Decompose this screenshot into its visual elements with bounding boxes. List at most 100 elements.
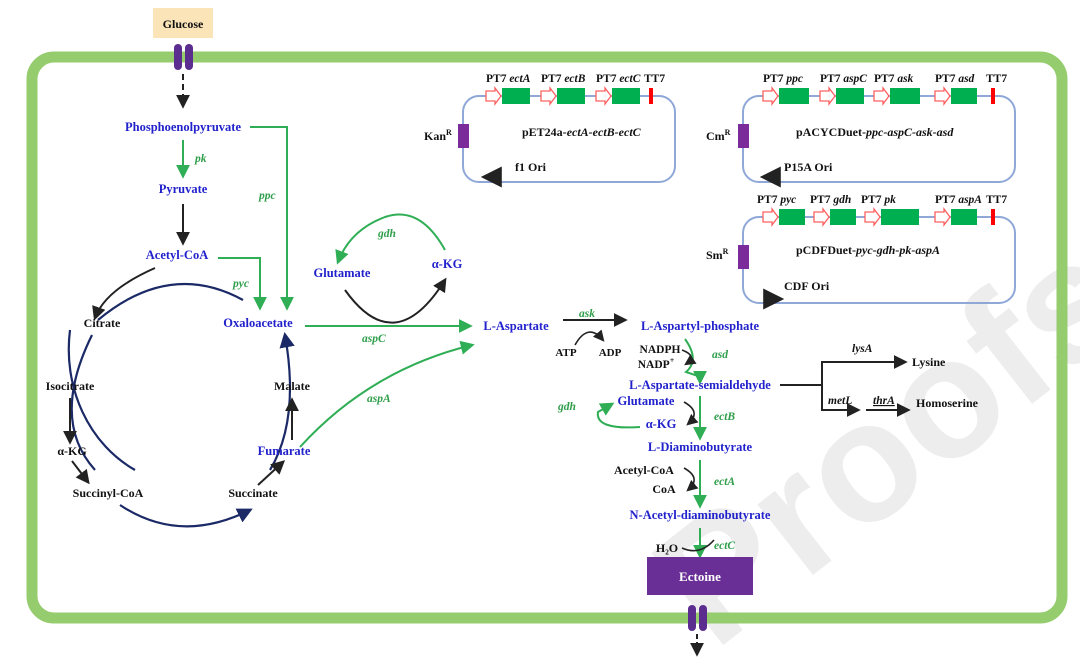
plasmid-2-ori: P15A Ori [784, 160, 833, 174]
glucose-label: Glucose [163, 17, 204, 31]
asd-arrow [684, 338, 707, 385]
plasmid-3-gene-label-3: PT7 pk [861, 194, 896, 206]
citrate: Citrate [84, 316, 121, 330]
gdh-enzyme-top: gdh [377, 228, 396, 240]
tca-arc-top [97, 282, 244, 321]
plasmid-2-promoter-4 [934, 86, 951, 106]
ask-enzyme: ask [579, 308, 595, 320]
alpha-kg-top: α-KG [432, 257, 463, 271]
alpha-kg-mid: α-KG [646, 417, 677, 431]
plasmid-1-promoter-3 [595, 86, 612, 106]
plasmid-3-promoter-4 [934, 207, 951, 227]
pyruvate: Pyruvate [159, 182, 208, 196]
plasmid-1-gene-label-3: PT7 ectC [596, 73, 641, 85]
plasmid-3-gene-label-2: PT7 gdh [810, 194, 851, 206]
plasmid-1-terminator [649, 88, 653, 104]
plasmid-2-cds-4 [951, 88, 977, 104]
plasmid-3-name: pCDFDuet-pyc-gdh-pk-aspA [796, 243, 940, 257]
succinate: Succinate [228, 486, 278, 500]
plasmid-2-cds-2 [836, 88, 864, 104]
plasmid-3-promoter-1 [762, 207, 779, 227]
ectoine-transporter [688, 605, 707, 631]
tca-arc-right [269, 331, 295, 471]
fumarate: Fumarate [258, 444, 311, 458]
h2o-curve [681, 539, 715, 552]
aspA-enzyme: aspA [367, 393, 391, 405]
plasmid-2-gene-label-2: PT7 aspC [820, 73, 867, 85]
plasmid-2-marker-label: CmR [706, 128, 731, 143]
plasmid-2-terminator-label: TT7 [986, 73, 1007, 85]
plasmid-2-promoter-1 [762, 86, 779, 106]
phosphoenolpyruvate: Phosphoenolpyruvate [125, 120, 241, 134]
acetylcoa-coa-curve [683, 467, 699, 492]
plasmid-1-marker-label: KanR [424, 128, 452, 143]
coa: CoA [652, 482, 676, 496]
atp: ATP [555, 347, 576, 359]
glutamate-akg-transamination-arrow [344, 277, 447, 324]
acetyl-coa-2: Acetyl-CoA [614, 463, 674, 477]
pyc-arrow [218, 257, 267, 311]
pk-enzyme: pk [194, 153, 207, 165]
plasmid-1-marker [458, 124, 469, 148]
plasmid-3-cds-3 [881, 209, 919, 225]
plasmid-pacycduet: PT7 ppc PT7 aspC PT7 ask PT7 asd TT7 CmR… [706, 73, 1016, 188]
plasmid-1-ori: f1 Ori [515, 160, 547, 174]
plasmid-pcdfduet: PT7 pyc PT7 gdh PT7 pk PT7 aspA TT7 SmR … [706, 194, 1016, 310]
plasmid-2-gene-label-1: PT7 ppc [763, 73, 803, 85]
plasmid-2-name: pACYCDuet-ppc-aspC-ask-asd [796, 125, 954, 139]
plasmid-3-cds-4 [951, 209, 977, 225]
plasmid-1-gene-label-1: PT7 ectA [486, 73, 531, 85]
ectoine-box [647, 557, 753, 595]
atp-adp-arrow [574, 329, 605, 346]
plasmid-2-gene-label-4: PT7 asd [935, 73, 975, 85]
plasmid-2-cds-3 [890, 88, 920, 104]
l-aspartate-semialdehyde: L-Aspartate-semialdehyde [629, 378, 771, 392]
plasmid-2-marker [738, 124, 749, 148]
plasmid-3-ori: CDF Ori [784, 279, 830, 293]
malate: Malate [274, 379, 311, 393]
glucose-transporter [174, 44, 193, 70]
aspC-enzyme: aspC [362, 333, 386, 345]
ectB-enzyme: ectB [714, 411, 735, 423]
cell-membrane [26, 51, 1068, 624]
lysine: Lysine [912, 355, 946, 369]
ppc-enzyme: ppc [258, 190, 276, 202]
glucose-box [153, 8, 213, 38]
thrA-enzyme: thrA [873, 395, 895, 407]
glutamate-mid: Glutamate [618, 394, 675, 408]
plasmid-3-terminator [991, 209, 995, 225]
plasmid-3-terminator-label: TT7 [986, 194, 1007, 206]
lysA-enzyme: lysA [852, 343, 873, 355]
plasmid-3-promoter-2 [813, 207, 830, 227]
acetylcoa-to-citrate-arrow [92, 267, 156, 321]
akg-to-succinylcoa-arrow [71, 460, 90, 485]
plasmid-1-promoter-1 [485, 86, 502, 106]
nadph: NADPH [640, 344, 681, 356]
tca-arc-bottom [119, 504, 253, 528]
nadp: NADP+ [638, 356, 675, 371]
glutamate-akg-curve [683, 401, 699, 426]
l-aspartyl-phosphate: L-Aspartyl-phosphate [641, 319, 760, 333]
plasmid-backbone-1 [462, 95, 676, 183]
ectA-enzyme: ectA [714, 476, 735, 488]
acetyl-coa: Acetyl-CoA [146, 248, 208, 262]
n-acetyl-diaminobutyrate: N-Acetyl-diaminobutyrate [630, 508, 771, 522]
gdh-mid-loop-arrow [596, 402, 641, 429]
alpha-kg-tca: α-KG [57, 444, 86, 458]
plasmid-3-promoter-3 [864, 207, 881, 227]
plasmid-2-promoter-2 [819, 86, 836, 106]
plasmid-2-cds-1 [779, 88, 809, 104]
metL-arrow [821, 385, 861, 417]
gdh-loop-arrow [335, 213, 446, 265]
lysA-arrow [821, 355, 908, 385]
succinate-to-fumarate-arrow [257, 460, 286, 486]
tca-arc-left [70, 334, 96, 471]
plasmid-1-name: pET24a-ectA-ectB-ectC [522, 125, 642, 139]
ectoine: Ectoine [679, 569, 721, 584]
plasmid-3-gene-label-1: PT7 pyc [757, 194, 796, 206]
plasmid-1-cds-1 [502, 88, 530, 104]
plasmid-3-cds-2 [830, 209, 856, 225]
plasmid-1-gene-label-2: PT7 ectB [541, 73, 586, 85]
plasmid-3-cds-1 [779, 209, 805, 225]
